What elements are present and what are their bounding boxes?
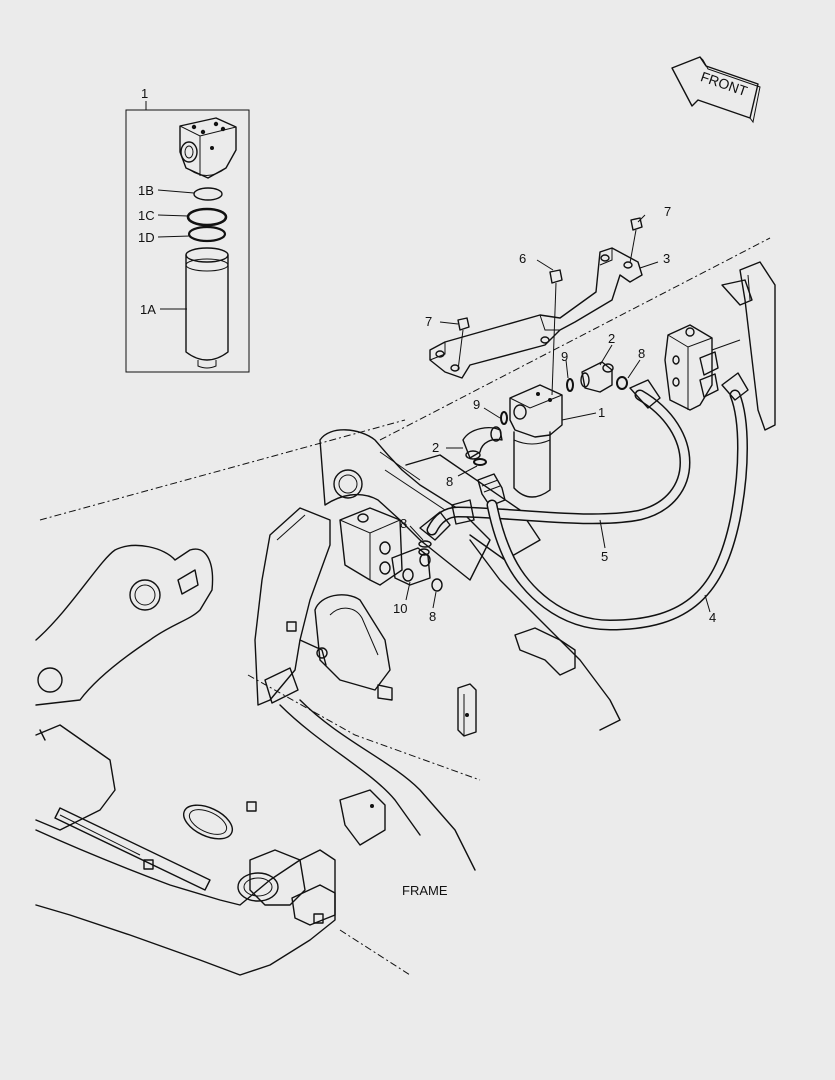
hose-4: [486, 372, 749, 631]
o-ring-9-left: [500, 411, 508, 425]
valve-block-left: [339, 507, 443, 592]
callout-1c: 1C: [138, 208, 155, 223]
callout-1-main: 1: [598, 405, 605, 420]
o-ring-1d: [187, 225, 227, 243]
callout-2-right: 2: [608, 331, 615, 346]
o-ring-1c: [186, 207, 228, 227]
elbow-fitting-2-left: [462, 426, 503, 460]
callout-1-inset: 1: [141, 86, 148, 101]
callout-7-top: 7: [664, 204, 671, 219]
callout-9-right: 9: [561, 349, 568, 364]
valve-block-right: [664, 324, 741, 411]
leader-lines: [405, 214, 711, 613]
elbow-fitting-2-right: [580, 361, 614, 393]
callout-7-left: 7: [425, 314, 432, 329]
callout-2-left: 2: [432, 440, 439, 455]
o-ring-8-mid: [473, 458, 487, 466]
o-ring-1b: [193, 187, 223, 201]
mounting-bracket-3: [429, 247, 643, 379]
bolt-7-left: [457, 317, 470, 371]
o-ring-8-valve: [418, 540, 432, 548]
machine-frame: [35, 237, 776, 976]
callout-3: 3: [663, 251, 670, 266]
callout-8-valve: 8: [400, 516, 407, 531]
bolt-6: [549, 269, 563, 396]
filter-head-part: [179, 117, 237, 179]
hose-5: [419, 379, 691, 541]
callout-8-mid: 8: [446, 474, 453, 489]
callout-1b: 1B: [138, 183, 154, 198]
o-ring-8-right: [616, 376, 628, 390]
callout-1d: 1D: [138, 230, 155, 245]
o-ring-8-low: [431, 578, 443, 592]
frame-label: FRAME: [402, 883, 448, 898]
bolt-7-right: [629, 217, 643, 264]
callout-4: 4: [709, 610, 716, 625]
callout-9-left: 9: [473, 397, 480, 412]
filter-assembly-1: [509, 384, 563, 498]
callout-5: 5: [601, 549, 608, 564]
callout-6: 6: [519, 251, 526, 266]
callout-8-low: 8: [429, 609, 436, 624]
callout-8-right: 8: [638, 346, 645, 361]
hose-end-fitting-mid: [477, 473, 506, 507]
o-ring-9-right: [566, 378, 574, 392]
filter-element-1a: [185, 247, 229, 369]
callout-1a: 1A: [140, 302, 156, 317]
front-direction-arrow: FRONT: [671, 56, 761, 124]
filter-inset-box: 1 1B 1C: [125, 86, 250, 373]
callout-10: 10: [393, 601, 407, 616]
